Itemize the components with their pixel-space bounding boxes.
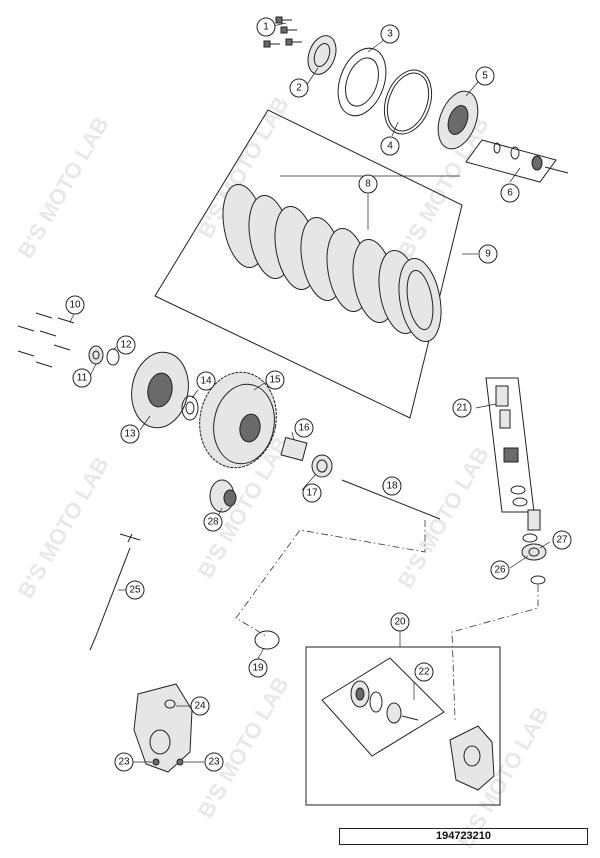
part-needle-bearing [280,436,308,462]
part-nut-washer [88,345,120,366]
svg-text:14: 14 [200,376,212,387]
svg-text:3: 3 [387,29,393,40]
callout: 22 [414,662,434,682]
part-cover [133,683,193,773]
svg-text:5: 5 [482,71,488,82]
svg-text:28: 28 [207,517,219,528]
callout: 4 [380,136,400,156]
callout: 27 [552,530,572,550]
callout: 8 [358,174,378,194]
svg-text:18: 18 [386,481,398,492]
part-grease-syringe [89,533,141,651]
part-primary-gear [199,371,277,469]
callout: 12 [116,335,136,355]
part-banjo-fitting [521,509,547,585]
part-pins [17,312,75,368]
part-inner-hub [437,90,479,150]
document-number-box: 194723210 [339,828,588,845]
svg-text:6: 6 [507,188,513,199]
svg-text:13: 13 [124,429,136,440]
part-clutch-discs [222,183,442,343]
part-o-ring-small [254,630,280,650]
svg-text:10: 10 [69,300,81,311]
callout: 3 [380,24,400,44]
callout: 18 [382,476,402,496]
watermark-text: B'S MOTO LAB [13,452,114,602]
svg-text:21: 21 [456,403,468,414]
callout: 23 [204,752,224,772]
slave-cylinder-frame [305,646,501,806]
part-push-rod [341,479,441,520]
svg-text:23: 23 [208,757,220,768]
callout: 14 [196,371,216,391]
callout: 24 [190,696,210,716]
svg-text:2: 2 [296,83,302,94]
svg-text:19: 19 [252,663,264,674]
callout: 15 [265,370,285,390]
part-pressure-plate-bearing [307,35,337,75]
svg-text:27: 27 [556,535,568,546]
callout: 1 [256,17,276,37]
callout: 9 [478,244,498,264]
part-pushrod-kit [465,139,569,183]
part-bolts [263,16,302,48]
svg-text:9: 9 [485,249,491,260]
svg-text:4: 4 [387,141,393,152]
svg-text:1: 1 [263,22,269,33]
hose-route-line [235,520,426,637]
callout: 23 [114,752,134,772]
clutch-pack-frame [154,109,463,419]
svg-text:8: 8 [365,179,371,190]
part-kickstart-gear [209,479,237,513]
callout: 11 [72,368,92,388]
svg-text:26: 26 [494,565,506,576]
callout: 28 [203,512,223,532]
watermark-text: B'S MOTO LAB [193,672,294,822]
callout: 19 [248,658,268,678]
part-thrust-washer [181,395,199,421]
callout: 13 [120,424,140,444]
watermark-text: B'S MOTO LAB [13,112,114,262]
svg-text:17: 17 [306,488,318,499]
callout: 2 [289,78,309,98]
watermark-text: B'S MOTO LAB [393,442,494,592]
svg-text:16: 16 [298,423,310,434]
svg-text:25: 25 [129,585,141,596]
svg-text:11: 11 [77,373,88,384]
callout: 21 [452,398,472,418]
part-bleeder-kit [485,377,535,513]
part-o-ring [383,69,433,135]
svg-text:23: 23 [118,757,130,768]
svg-text:15: 15 [269,375,281,386]
part-piston-kit [321,657,445,757]
hose-route-line-2 [451,585,539,721]
svg-text:22: 22 [418,667,430,678]
part-diaphragm-spring [337,47,387,117]
callout: 16 [294,418,314,438]
callout: 26 [490,560,510,580]
callout: 6 [500,183,520,203]
callout: 20 [390,612,410,632]
svg-text:20: 20 [394,617,406,628]
svg-text:12: 12 [120,340,132,351]
part-bushing [311,454,333,478]
callout: 10 [65,295,85,315]
callout: 17 [302,483,322,503]
svg-text:24: 24 [194,701,206,712]
callout: 25 [125,580,145,600]
callout: 5 [475,66,495,86]
part-slave-cylinder-body [449,725,495,791]
part-clutch-hub [131,351,189,429]
